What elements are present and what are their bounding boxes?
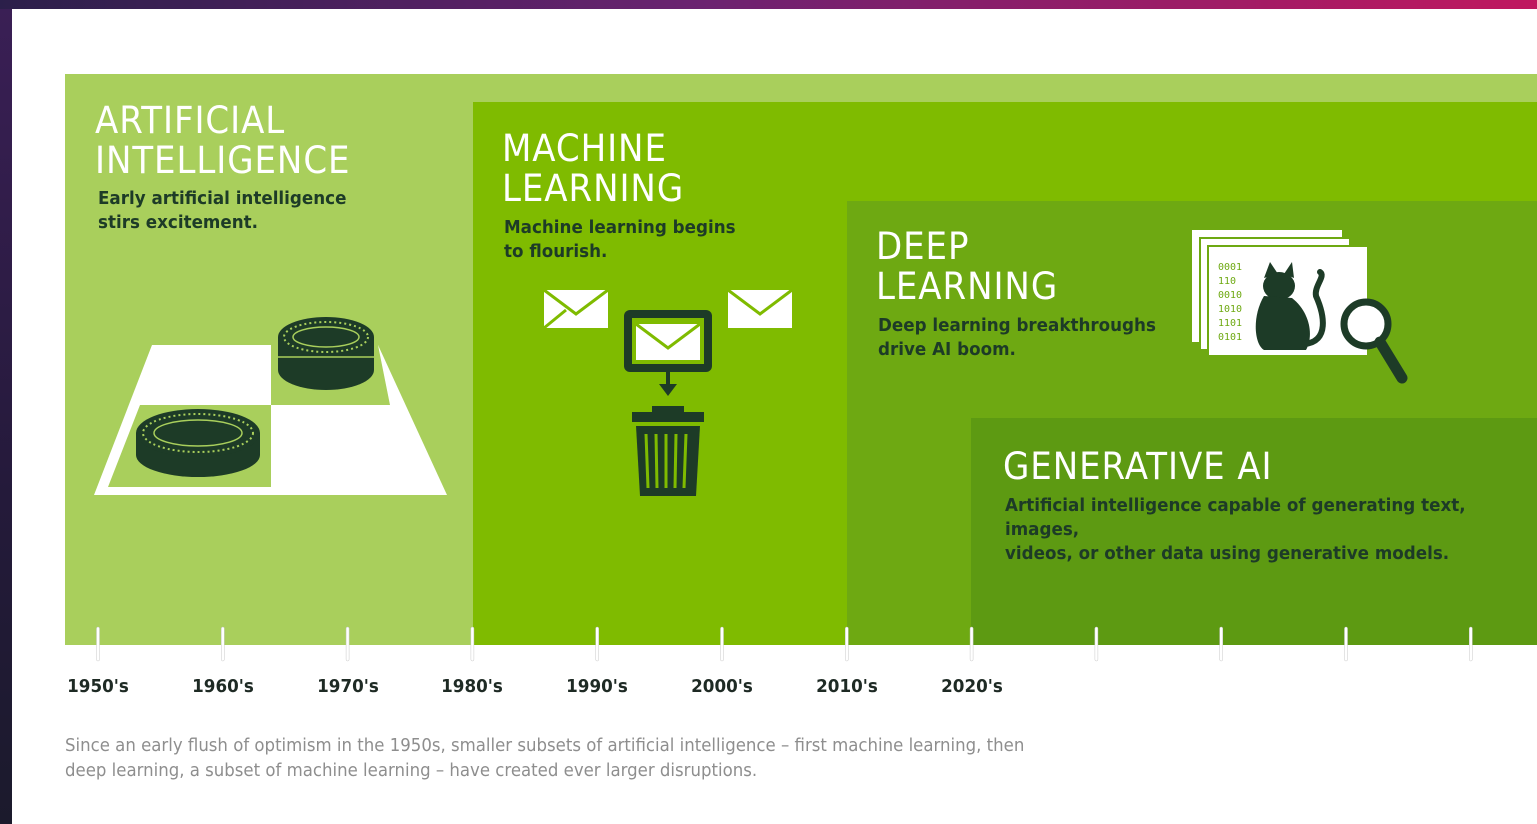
era-title-ai: ARTIFICIAL INTELLIGENCE xyxy=(95,99,351,182)
timeline-label: 1950's xyxy=(67,676,129,697)
timeline-tick xyxy=(1344,626,1348,662)
svg-text:1101: 1101 xyxy=(1218,318,1242,329)
era-description-ai: Early artificial intelligence stirs exci… xyxy=(98,188,347,233)
timeline-label: 2020's xyxy=(940,676,1003,697)
cat-icon xyxy=(1255,262,1326,350)
magnifier-icon xyxy=(1340,298,1408,384)
timeline-tick xyxy=(345,626,350,662)
checkers-icon xyxy=(94,317,447,495)
timeline-tick xyxy=(470,626,475,662)
svg-text:110: 110 xyxy=(1218,276,1236,287)
svg-text:1010: 1010 xyxy=(1218,304,1242,315)
era-band-generative-ai xyxy=(971,418,1537,645)
svg-text:0010: 0010 xyxy=(1218,290,1242,301)
email-filter-icon xyxy=(543,288,793,496)
trash-icon xyxy=(632,406,704,496)
timeline-tick xyxy=(1219,626,1223,662)
left-accent-bar xyxy=(0,9,12,824)
timeline-label: 1970's xyxy=(316,676,379,697)
era-title-dl: DEEP LEARNING xyxy=(876,225,1059,308)
timeline-label: 2010's xyxy=(815,676,878,697)
timeline-label: 1980's xyxy=(441,676,504,697)
checker-piece-top xyxy=(278,317,374,390)
svg-text:0001: 0001 xyxy=(1218,262,1242,273)
top-accent-bar xyxy=(0,0,1537,9)
timeline-tick xyxy=(96,626,100,662)
envelope-screen-icon xyxy=(624,310,712,372)
timeline-tick xyxy=(720,626,724,662)
era-title-ml: MACHINE LEARNING xyxy=(502,127,685,210)
binary-code-text: 0001 110 0010 1010 1101 0101 xyxy=(1218,262,1242,343)
era-description-ml: Machine learning begins to flourish. xyxy=(504,217,736,262)
era-description-gen: Artificial intelligence capable of gener… xyxy=(1005,495,1466,564)
era-title-gen: GENERATIVE AI xyxy=(1003,445,1273,488)
timeline-tick xyxy=(845,626,849,662)
envelope-left-icon xyxy=(543,288,609,330)
timeline-label: 1960's xyxy=(191,676,254,697)
cat-recognition-icon: 0001 110 0010 1010 1101 0101 xyxy=(1192,230,1408,384)
caption-text: Since an early flush of optimism in the … xyxy=(65,735,1025,781)
era-description-dl: Deep learning breakthroughs drive AI boo… xyxy=(878,315,1156,360)
timeline-tick xyxy=(595,626,599,662)
timeline-tick xyxy=(1469,626,1473,662)
timeline-label: 2000's xyxy=(691,676,753,697)
checker-piece-bottom xyxy=(136,409,260,477)
timeline-tick xyxy=(221,626,225,662)
timeline-tick xyxy=(1094,626,1099,662)
timeline-label: 1990's xyxy=(566,676,629,697)
envelope-right-icon xyxy=(727,288,793,328)
timeline-tick xyxy=(969,626,974,662)
svg-text:0101: 0101 xyxy=(1218,332,1242,343)
